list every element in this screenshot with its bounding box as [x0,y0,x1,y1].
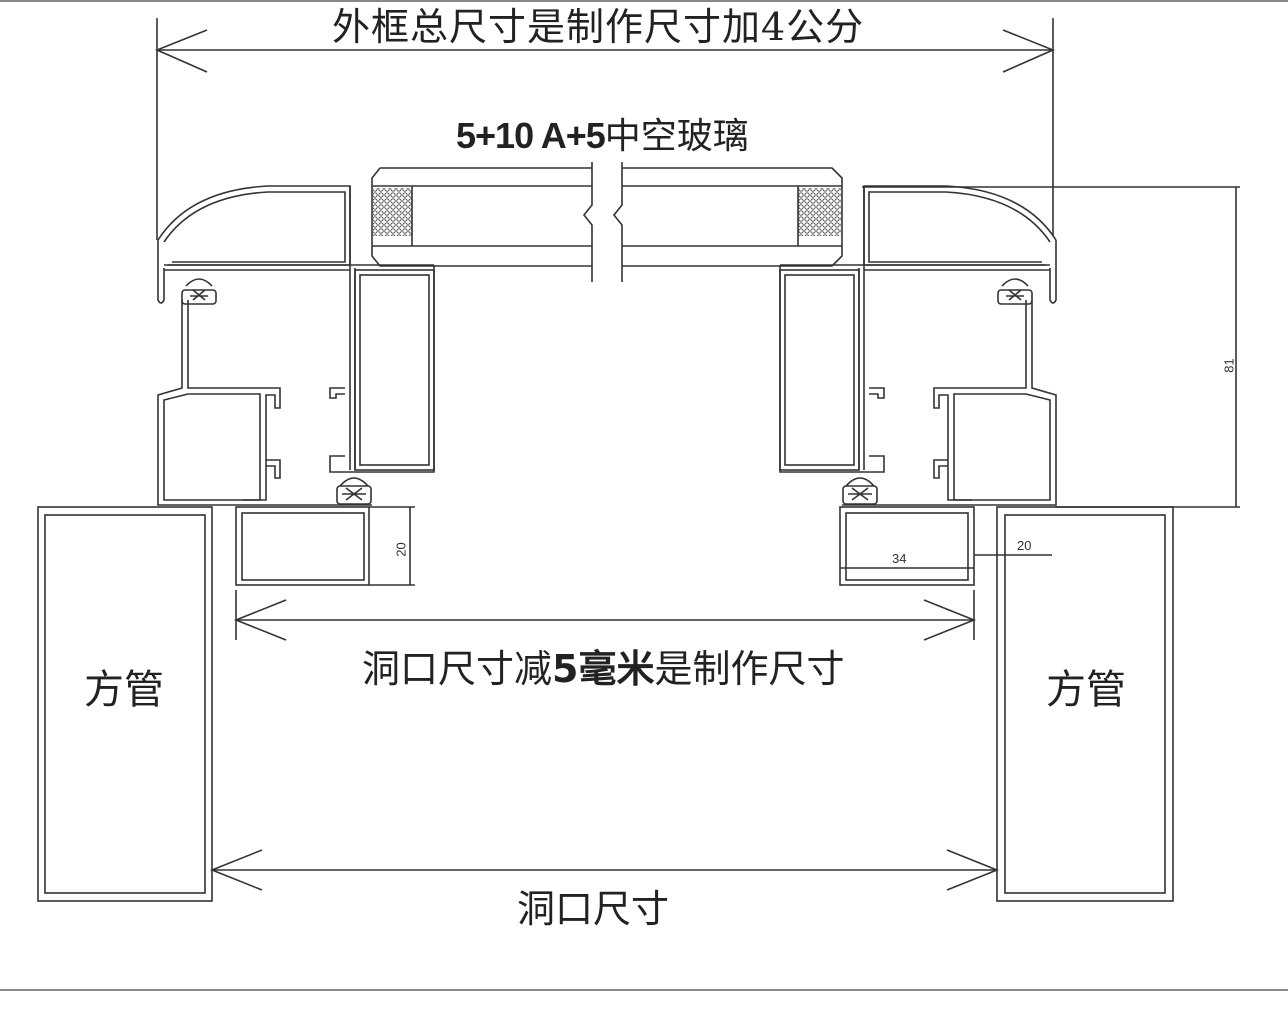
right-sill-tube [839,506,1052,586]
outer-frame-size-label: 外框总尺寸是制作尺寸加4公分 [332,5,865,49]
left-upper-gasket [181,278,217,305]
dimension-81-line [862,186,1240,508]
bottom-dimension-line [209,849,1000,891]
left-sill-tube [235,506,415,586]
fabrication-size-bold: 5毫米 [552,647,655,691]
left-lower-gasket [336,477,372,505]
glass-spec-number: 5+10 A+5 [456,115,606,156]
dimension-81: 81 [1221,358,1237,373]
fabrication-size-label: 洞口尺寸减5毫米是制作尺寸 [362,650,844,688]
fabrication-size-suffix: 是制作尺寸 [654,647,845,691]
dimension-34: 34 [892,551,907,566]
glass-spec-text: 中空玻璃 [604,116,749,157]
insulated-glass-unit [371,162,843,282]
left-tube-label: 方管 [84,667,164,713]
opening-size-label: 洞口尺寸 [517,887,670,931]
right-frame-profile [779,185,1057,506]
dimension-20-left: 20 [393,542,409,557]
middle-dimension-line [233,590,977,641]
left-square-tube [37,506,213,902]
top-dimension-line [154,18,1056,240]
dimension-20-right: 20 [1017,538,1032,553]
fabrication-size-prefix: 洞口尺寸减 [362,647,553,691]
glass-spec-label: 5+10 A+5中空玻璃 [456,118,749,155]
right-tube-label: 方管 [1046,667,1126,713]
right-square-tube [996,506,1174,902]
left-frame-profile [157,185,435,506]
